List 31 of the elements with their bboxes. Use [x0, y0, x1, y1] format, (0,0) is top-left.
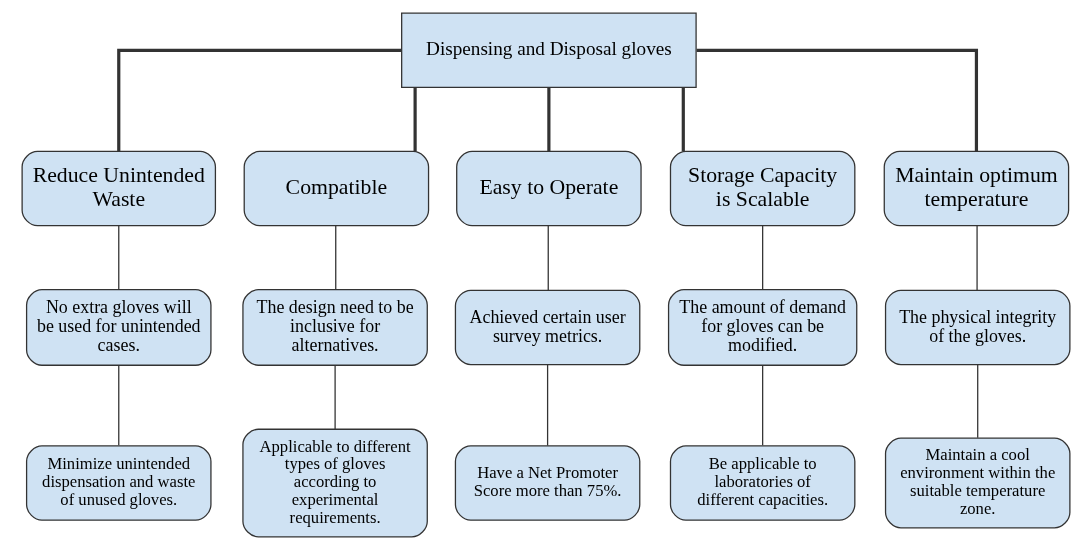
connector: [975, 225, 978, 291]
node-box: The amount of demand for gloves can be modified.: [667, 289, 857, 366]
node-box: No extra gloves will be used for unintended cases.: [25, 289, 212, 366]
node-box: The design need to be inclusive for alternatives.: [241, 289, 428, 366]
node-box: Storage Capacity is Scalable: [669, 150, 855, 227]
node-box: Applicable to different types of gloves according to experimental requirements.: [241, 428, 428, 538]
node-box: Maintain optimum temperature: [883, 150, 1069, 227]
node-box: Minimize unintended dispensation and waste of unused gloves.: [25, 445, 212, 521]
connector: [761, 364, 763, 446]
connector: [334, 225, 336, 291]
node-box: Achieved certain user survey metrics.: [454, 289, 640, 366]
node-box: Dispensing and Disposal gloves: [400, 12, 697, 89]
node-box: Have a Net Promoter Score more than 75%.: [454, 445, 640, 521]
connector: [116, 48, 401, 152]
connector: [547, 225, 549, 291]
connector: [761, 225, 763, 291]
connector: [117, 225, 119, 291]
node-box: The physical integrity of the gloves.: [884, 289, 1071, 366]
connector: [976, 364, 978, 439]
node-box: Be applicable to laboratories of different capacities.: [669, 445, 855, 521]
node-box: Reduce Unintended Waste: [21, 150, 216, 227]
connector: [333, 364, 336, 430]
connector: [546, 364, 548, 447]
connector: [681, 87, 685, 152]
connector: [117, 364, 119, 446]
connector: [546, 87, 550, 152]
node-box: Compatible: [243, 150, 429, 227]
connector: [413, 87, 417, 152]
connector: [696, 48, 978, 152]
node-box: Easy to Operate: [455, 150, 642, 227]
node-box: Maintain a cool environment within the suitable temperature zone.: [884, 437, 1071, 529]
